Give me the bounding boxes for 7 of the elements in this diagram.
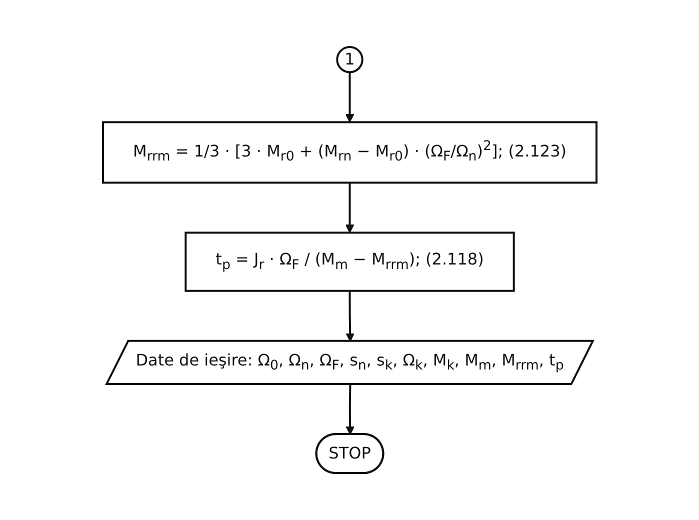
node-box: t$_{p}$ = J$_{r}$ · Ω$_{F}$ / (M$_{m}$ − M$_{rrm}$); (2.118) [184, 232, 515, 292]
arrow [345, 384, 354, 435]
node-box: M$_{rrm}$ = 1/3 · [3 · M$_{r0}$ + (M$_{rn}$ − M$_{r0}$) · (Ω$_{F}$/Ω$_{n}$)$^{2}$]; (2.123) [102, 121, 598, 184]
arrow [345, 182, 354, 234]
arrow [345, 290, 354, 342]
node-circle: 1 [336, 46, 364, 74]
arrow [345, 72, 354, 123]
